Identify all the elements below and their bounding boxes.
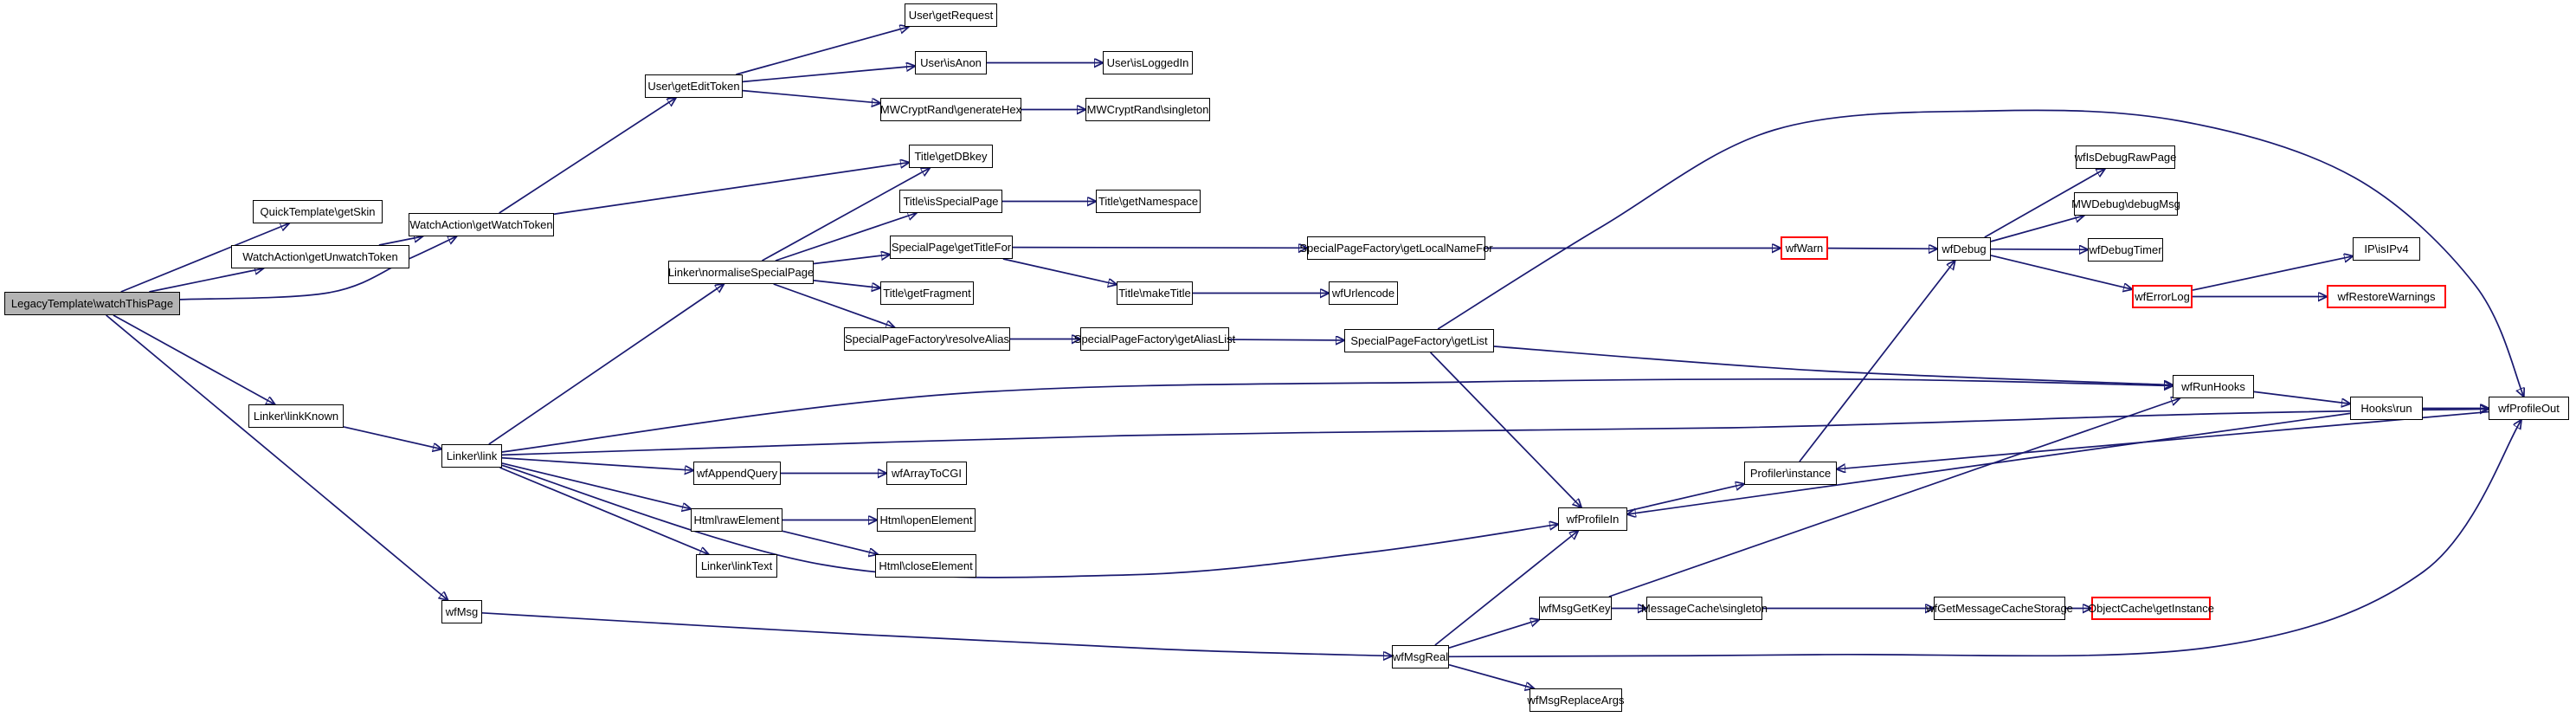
node-isIPv4[interactable]: IP\isIPv4 <box>2353 237 2420 261</box>
edge-getUnwatchToken--getWatchToken <box>378 236 422 246</box>
node-getDBkey[interactable]: Title\getDBkey <box>909 145 993 168</box>
node-linkKnown[interactable]: Linker\linkKnown <box>248 404 344 428</box>
edge-wfDebug--wfIsDebugRawPage <box>1984 169 2105 238</box>
node-openElement[interactable]: Html\openElement <box>877 508 976 532</box>
edge-normaliseSpecialPage--resolveAlias <box>773 283 895 327</box>
node-mwcryptSingleton[interactable]: MWCryptRand\singleton <box>1085 98 1210 121</box>
edge-normaliseSpecialPage--getDBkey <box>762 168 930 262</box>
node-watchThisPage: LegacyTemplate\watchThisPage <box>4 292 180 315</box>
edge-getAliasList--getList <box>1228 339 1344 340</box>
edge-wfMsgReal--wfProfileIn <box>1434 531 1578 646</box>
node-messageCacheSingleton[interactable]: MessageCache\singleton <box>1641 597 1768 620</box>
node-wfRestoreWarnings[interactable]: wfRestoreWarnings <box>2327 285 2446 308</box>
node-objectCacheGetInstance[interactable]: ObjectCache\getInstance <box>2088 597 2214 620</box>
edge-wfMsgReal--wfMsgGetKey <box>1448 620 1539 649</box>
edge-watchThisPage--linkKnown <box>113 314 275 404</box>
node-wfErrorLog[interactable]: wfErrorLog <box>2132 285 2193 308</box>
node-wfWarn[interactable]: wfWarn <box>1781 236 1828 260</box>
edge-getList--wfProfileIn <box>1430 352 1581 507</box>
node-hooksRun[interactable]: Hooks\run <box>2350 397 2423 420</box>
edge-getList--wfProfileOut <box>1437 109 2524 397</box>
edge-wfRunHooks--hooksRun <box>2253 391 2350 404</box>
edge-watchThisPage--wfMsg <box>106 314 448 600</box>
node-wfArrayToCGI[interactable]: wfArrayToCGI <box>886 462 967 485</box>
edge-wfDebug--wfDebugTimer <box>1990 249 2088 250</box>
node-profilerInstance[interactable]: Profiler\instance <box>1744 462 1837 485</box>
edge-link--wfRunHooks <box>501 378 2173 453</box>
node-wfGetMessageCacheStorage[interactable]: wfGetMessageCacheStorage <box>1926 597 2073 620</box>
edge-link--wfAppendQuery <box>501 456 693 470</box>
edge-getEditToken--isAnon <box>742 66 915 83</box>
node-wfProfileIn[interactable]: wfProfileIn <box>1558 507 1627 531</box>
node-getUnwatchToken[interactable]: WatchAction\getUnwatchToken <box>231 245 409 268</box>
node-getAliasList[interactable]: SpecialPageFactory\getAliasList <box>1074 327 1235 351</box>
node-makeTitle[interactable]: Title\makeTitle <box>1117 281 1193 305</box>
edge-getEditToken--generateHex <box>742 89 880 103</box>
node-isLoggedIn[interactable]: User\isLoggedIn <box>1103 51 1193 74</box>
edge-profilerInstance--wfDebug <box>1799 261 1955 462</box>
edge-wfErrorLog--isIPv4 <box>2192 256 2353 291</box>
node-getNamespace[interactable]: Title\getNamespace <box>1096 190 1201 213</box>
edge-getList--wfRunHooks <box>1493 346 2173 385</box>
node-wfIsDebugRawPage[interactable]: wfIsDebugRawPage <box>2075 145 2176 169</box>
node-wfDebugTimer[interactable]: wfDebugTimer <box>2088 238 2163 262</box>
edge-getTitleFor--getLocalNameFor <box>1012 248 1307 249</box>
node-wfMsgReal[interactable]: wfMsgReal <box>1392 645 1449 669</box>
node-generateHex[interactable]: MWCryptRand\generateHex <box>880 98 1021 121</box>
node-normaliseSpecialPage[interactable]: Linker\normaliseSpecialPage <box>668 261 814 284</box>
edge-wfMsgReal--wfMsgReplaceArgs <box>1448 663 1534 688</box>
edge-normaliseSpecialPage--isSpecialPage <box>775 213 917 262</box>
node-getLocalNameFor[interactable]: SpecialPageFactory\getLocalNameFor <box>1299 236 1493 260</box>
node-isSpecialPage[interactable]: Title\isSpecialPage <box>899 190 1002 213</box>
edge-watchThisPage--getSkin <box>120 223 289 293</box>
node-getFragment[interactable]: Title\getFragment <box>880 281 974 305</box>
edge-watchThisPage--getUnwatchToken <box>149 268 263 293</box>
node-wfMsgReplaceArgs[interactable]: wfMsgReplaceArgs <box>1528 688 1625 712</box>
edge-link--rawElement <box>501 462 691 509</box>
node-getWatchToken[interactable]: WatchAction\getWatchToken <box>409 213 554 236</box>
node-linkText[interactable]: Linker\linkText <box>696 554 777 578</box>
edge-wfMsgReal--wfProfileOut <box>1448 420 2521 658</box>
edge-wfMsg--wfMsgReal <box>481 611 1392 656</box>
node-getTitleFor[interactable]: SpecialPage\getTitleFor <box>890 236 1013 259</box>
edge-watchThisPage--getWatchToken <box>179 236 456 300</box>
edge-link--linkText <box>499 467 709 554</box>
node-isAnon[interactable]: User\isAnon <box>915 51 987 74</box>
node-link[interactable]: Linker\link <box>441 444 502 468</box>
edge-getWatchToken--getDBkey <box>553 163 909 216</box>
edge-wfDebug--wfErrorLog <box>1990 255 2132 289</box>
node-rawElement[interactable]: Html\rawElement <box>691 508 782 532</box>
edge-getEditToken--getRequest <box>736 27 908 75</box>
edge-link--normaliseSpecialPage <box>488 284 724 445</box>
edge-link--wfProfileOut <box>501 409 2489 456</box>
node-closeElement[interactable]: Html\closeElement <box>875 554 976 578</box>
edge-linkKnown--link <box>343 426 441 449</box>
edge-normaliseSpecialPage--getFragment <box>813 280 880 288</box>
edge-rawElement--closeElement <box>782 530 878 554</box>
node-debugMsg[interactable]: MWDebug\debugMsg <box>2071 192 2180 216</box>
edge-hooksRun--wfProfileIn <box>1627 412 2351 514</box>
node-getRequest[interactable]: User\getRequest <box>905 3 997 27</box>
edge-wfDebug--debugMsg <box>1990 216 2083 242</box>
edge-wfProfileIn--profilerInstance <box>1626 484 1744 513</box>
edge-getWatchToken--getEditToken <box>499 98 676 214</box>
node-wfAppendQuery[interactable]: wfAppendQuery <box>693 462 781 485</box>
node-getEditToken[interactable]: User\getEditToken <box>645 74 743 98</box>
node-wfMsgGetKey[interactable]: wfMsgGetKey <box>1539 597 1612 620</box>
edge-normaliseSpecialPage--getTitleFor <box>813 255 890 265</box>
edge-wfMsgGetKey--wfRunHooks <box>1608 398 2180 598</box>
edge-link--wfProfileIn <box>501 464 1558 578</box>
node-wfRunHooks[interactable]: wfRunHooks <box>2173 375 2254 398</box>
node-urlencode[interactable]: wfUrlencode <box>1329 281 1398 305</box>
edge-getTitleFor--makeTitle <box>1002 258 1117 285</box>
node-getSkin[interactable]: QuickTemplate\getSkin <box>253 200 383 223</box>
edge-wfProfileOut--profilerInstance <box>1837 410 2489 469</box>
node-getList[interactable]: SpecialPageFactory\getList <box>1344 329 1494 352</box>
node-resolveAlias[interactable]: SpecialPageFactory\resolveAlias <box>844 327 1010 351</box>
node-wfDebug[interactable]: wfDebug <box>1937 237 1991 261</box>
node-wfMsg[interactable]: wfMsg <box>441 600 482 623</box>
node-wfProfileOut[interactable]: wfProfileOut <box>2489 397 2569 420</box>
